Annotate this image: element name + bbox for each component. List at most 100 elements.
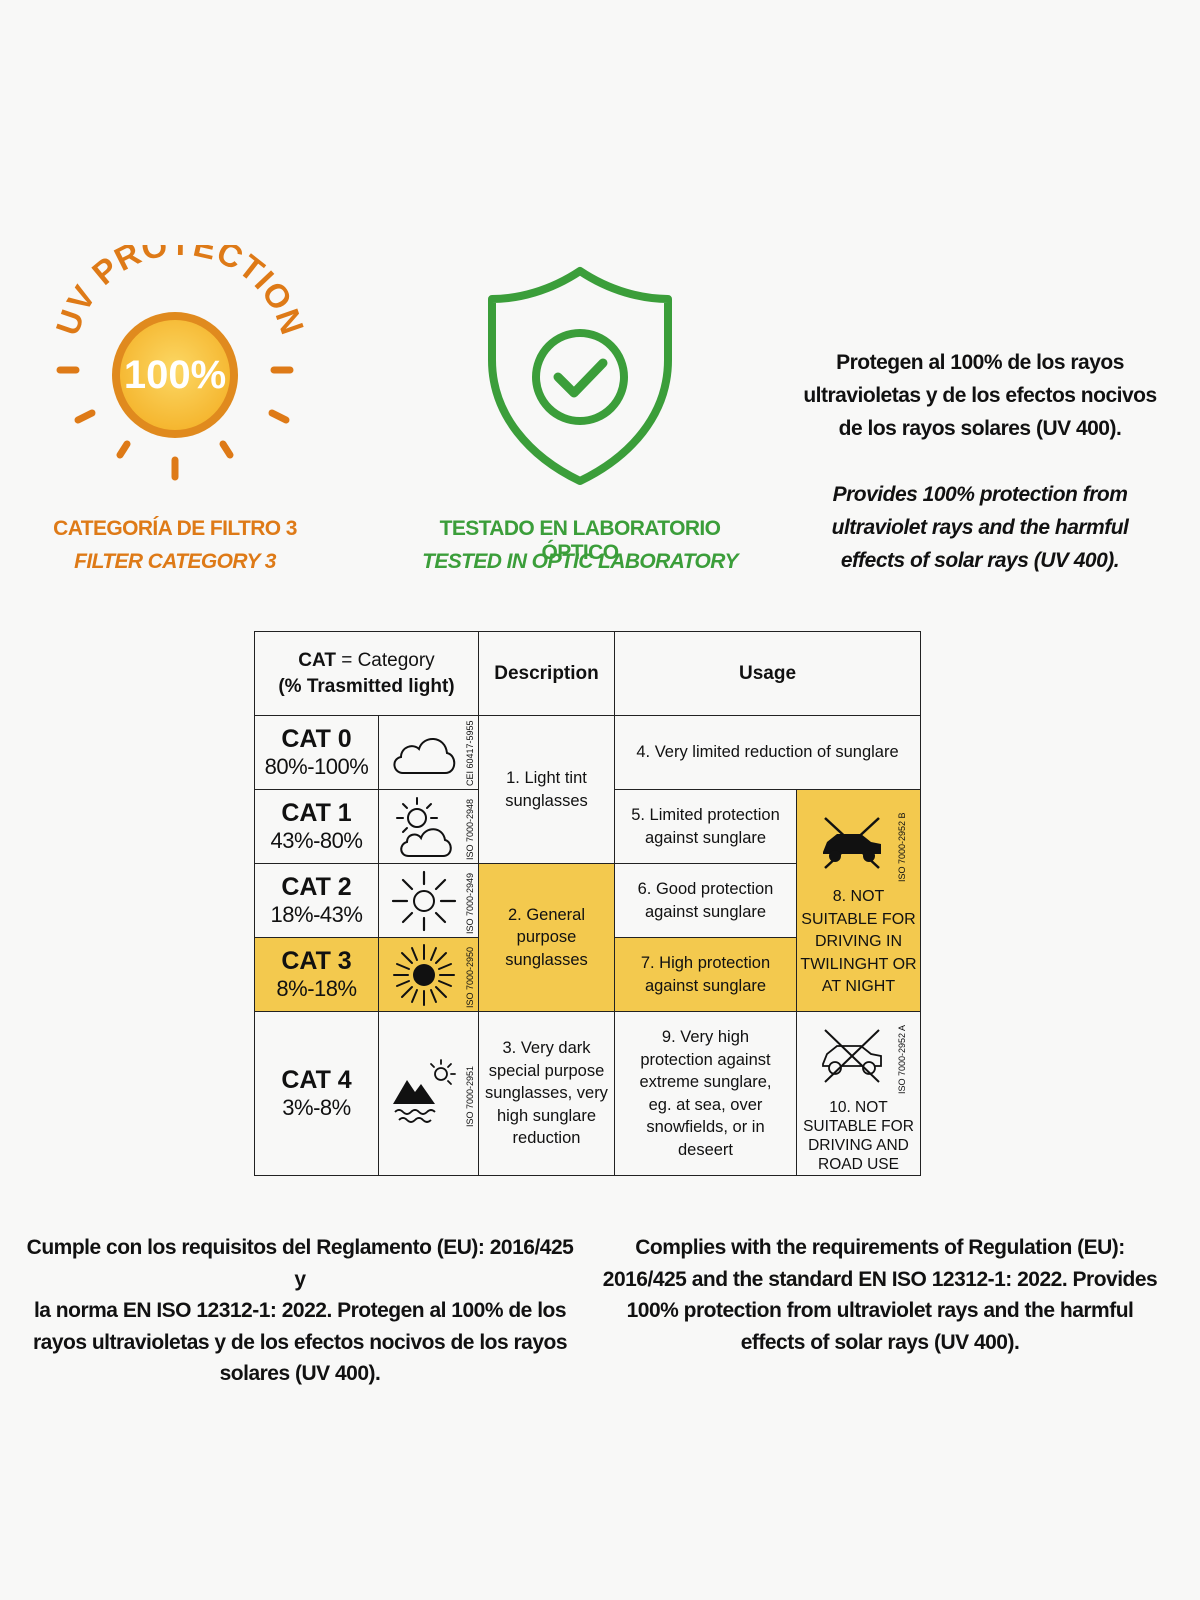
description-line: reduction	[512, 1129, 581, 1148]
usage-line: eg. at sea, over	[648, 1095, 763, 1114]
cat-name: CAT 2	[281, 872, 352, 901]
description-line: 1. Light tint	[506, 769, 587, 787]
usage-line: snowfields, or in	[646, 1118, 765, 1136]
footer-en: Complies with the requirements of Regula…	[590, 1232, 1170, 1358]
iso-code: CEI 60417-5955	[465, 720, 475, 786]
strong-sun-icon	[393, 944, 455, 1006]
cat-icon-cell: CEI 60417-5955	[378, 715, 479, 790]
cat-range: 8%-18%	[276, 975, 357, 1001]
iso-code: ISO 7000-2950	[465, 946, 475, 1008]
cat-cell: CAT 0 80%-100%	[254, 715, 379, 790]
footer-line: rayos ultravioletas y de los efectos noc…	[32, 1330, 568, 1354]
description-line: sunglasses	[505, 950, 588, 969]
usage-line: deseert	[677, 1140, 734, 1159]
usage-9: 9. Very high protection against extreme …	[614, 1011, 797, 1176]
cat-name: CAT 4	[281, 1065, 352, 1094]
intro-en-line: ultraviolet rays and the harmful	[831, 516, 1129, 539]
footer-line: effects of solar rays (UV 400).	[740, 1330, 1020, 1354]
iso-code: ISO 7000-2949	[465, 872, 475, 934]
footer-es: Cumple con los requisitos del Reglamento…	[20, 1232, 580, 1390]
usage-5: 5. Limited protection against sunglare	[614, 789, 797, 864]
description-line: high sunglare	[496, 1106, 597, 1125]
iso-code: ISO 7000-2952 A	[897, 1024, 907, 1094]
usage-6: 6. Good protection against sunglare	[614, 863, 797, 938]
intro-text: Protegen al 100% de los rayos ultraviole…	[790, 346, 1170, 577]
intro-en-line: effects of solar rays (UV 400).	[840, 549, 1120, 572]
footer-line: 100% protection from ultraviolet rays an…	[626, 1299, 1134, 1322]
cat-icon-cell: ISO 7000-2948	[378, 789, 479, 864]
cat-icon-cell: ISO 7000-2950	[378, 937, 479, 1012]
iso-code: ISO 7000-2951	[465, 1065, 475, 1127]
lab-tested-badge: TESTADO EN LABORATORIO ÓPTICO TESTED IN …	[400, 265, 760, 585]
usage-7: 7. High protection against sunglare	[614, 937, 797, 1012]
footer-line: 2016/425 and the standard EN ISO 12312-1…	[602, 1267, 1158, 1291]
mountain-sea-sun-icon	[393, 1059, 456, 1123]
usage-line: AT NIGHT	[821, 978, 896, 995]
cat-range: 3%-8%	[282, 1094, 351, 1120]
no-driving-night-icon	[823, 817, 881, 869]
usage-line: against sunglare	[644, 902, 767, 921]
description-1: 1. Light tint sunglasses	[478, 715, 615, 864]
footer-line: solares (UV 400).	[219, 1362, 381, 1385]
usage-line: against sunglare	[644, 828, 767, 847]
cat-cell: CAT 2 18%-43%	[254, 863, 379, 938]
cat-icon-cell: ISO 7000-2951	[378, 1011, 479, 1176]
cat-cell: CAT 1 43%-80%	[254, 789, 379, 864]
header-transmitted: (% Trasmitted light)	[278, 675, 455, 697]
iso-code: ISO 7000-2948	[465, 798, 475, 860]
header-cat-rest: = Category	[335, 649, 435, 671]
cat-cell: CAT 3 8%-18%	[254, 937, 379, 1012]
description-line: sunglasses, very	[485, 1084, 608, 1103]
footer-line: Cumple con los requisitos del Reglamento…	[26, 1236, 574, 1291]
sun-behind-cloud-icon	[396, 797, 452, 857]
usage-line: 10. NOT	[829, 1099, 888, 1116]
cloud-icon	[393, 738, 456, 774]
usage-8: ISO 7000-2952 B 8. NOT SUITABLE FOR DRIV…	[796, 789, 921, 1012]
description-2: 2. General purpose sunglasses	[478, 863, 615, 1012]
no-driving-icon	[822, 1029, 882, 1083]
cat-range: 43%-80%	[270, 827, 363, 853]
usage-4: 4. Very limited reduction of sunglare	[614, 715, 921, 790]
usage-line: 6. Good protection	[637, 880, 774, 898]
usage-line: ROAD USE	[818, 1156, 899, 1173]
cat-range: 80%-100%	[264, 753, 369, 779]
description-line: 2. General	[507, 905, 586, 924]
description-line: purpose	[516, 928, 577, 947]
sun-icon: UV PROTECTION 100%	[48, 245, 310, 481]
lab-tested-es: TESTADO EN LABORATORIO ÓPTICO	[439, 517, 721, 564]
intro-es-line: de los rayos solares (UV 400).	[838, 417, 1122, 440]
usage-line: 9. Very high	[661, 1028, 750, 1046]
lab-tested-en: TESTED IN OPTIC LABORATORY	[422, 550, 738, 573]
cat-name: CAT 0	[281, 724, 352, 753]
header-description: Description	[478, 631, 615, 716]
usage-line: 8. NOT	[832, 888, 885, 905]
header-cat-bold: CAT	[298, 649, 336, 671]
intro-es-line: ultravioletas y de los efectos nocivos	[803, 384, 1157, 407]
intro-en-line: Provides 100% protection from	[832, 483, 1128, 506]
usage-line: TWILINGHT OR	[800, 955, 917, 973]
description-3: 3. Very dark special purpose sunglasses,…	[478, 1011, 615, 1176]
usage-line: SUITABLE FOR	[803, 1118, 914, 1135]
cat-cell: CAT 4 3%-8%	[254, 1011, 379, 1176]
header-usage: Usage	[614, 631, 921, 716]
uv-percent: 100%	[124, 353, 226, 397]
footer-line: Complies with the requirements of Regula…	[635, 1236, 1125, 1259]
cat-icon-cell: ISO 7000-2949	[378, 863, 479, 938]
description-line: special purpose	[488, 1061, 605, 1080]
cat-range: 18%-43%	[270, 901, 363, 927]
usage-line: DRIVING AND	[808, 1137, 909, 1154]
usage-10: ISO 7000-2952 A 10. NOT SUITABLE FOR DRI…	[796, 1011, 921, 1176]
usage-line: extreme sunglare,	[639, 1073, 772, 1091]
footer-line: la norma EN ISO 12312-1: 2022. Protegen …	[33, 1299, 567, 1322]
usage-line: SUITABLE FOR	[801, 910, 916, 928]
header-category: CAT = Category (% Trasmitted light)	[254, 631, 479, 716]
iso-code: ISO 7000-2952 B	[897, 812, 907, 882]
filter-category-es: CATEGORÍA DE FILTRO 3	[53, 517, 297, 540]
cat-name: CAT 3	[281, 946, 352, 975]
shield-check-icon	[488, 267, 672, 485]
filter-category-en: FILTER CATEGORY 3	[74, 550, 276, 573]
uv-protection-badge: UV PROTECTION 100% CATEGORÍA DE FILTRO 3…	[40, 245, 310, 585]
description-line: sunglasses	[505, 791, 588, 810]
usage-line: protection against	[640, 1050, 771, 1069]
usage-line: DRIVING IN	[814, 933, 903, 950]
